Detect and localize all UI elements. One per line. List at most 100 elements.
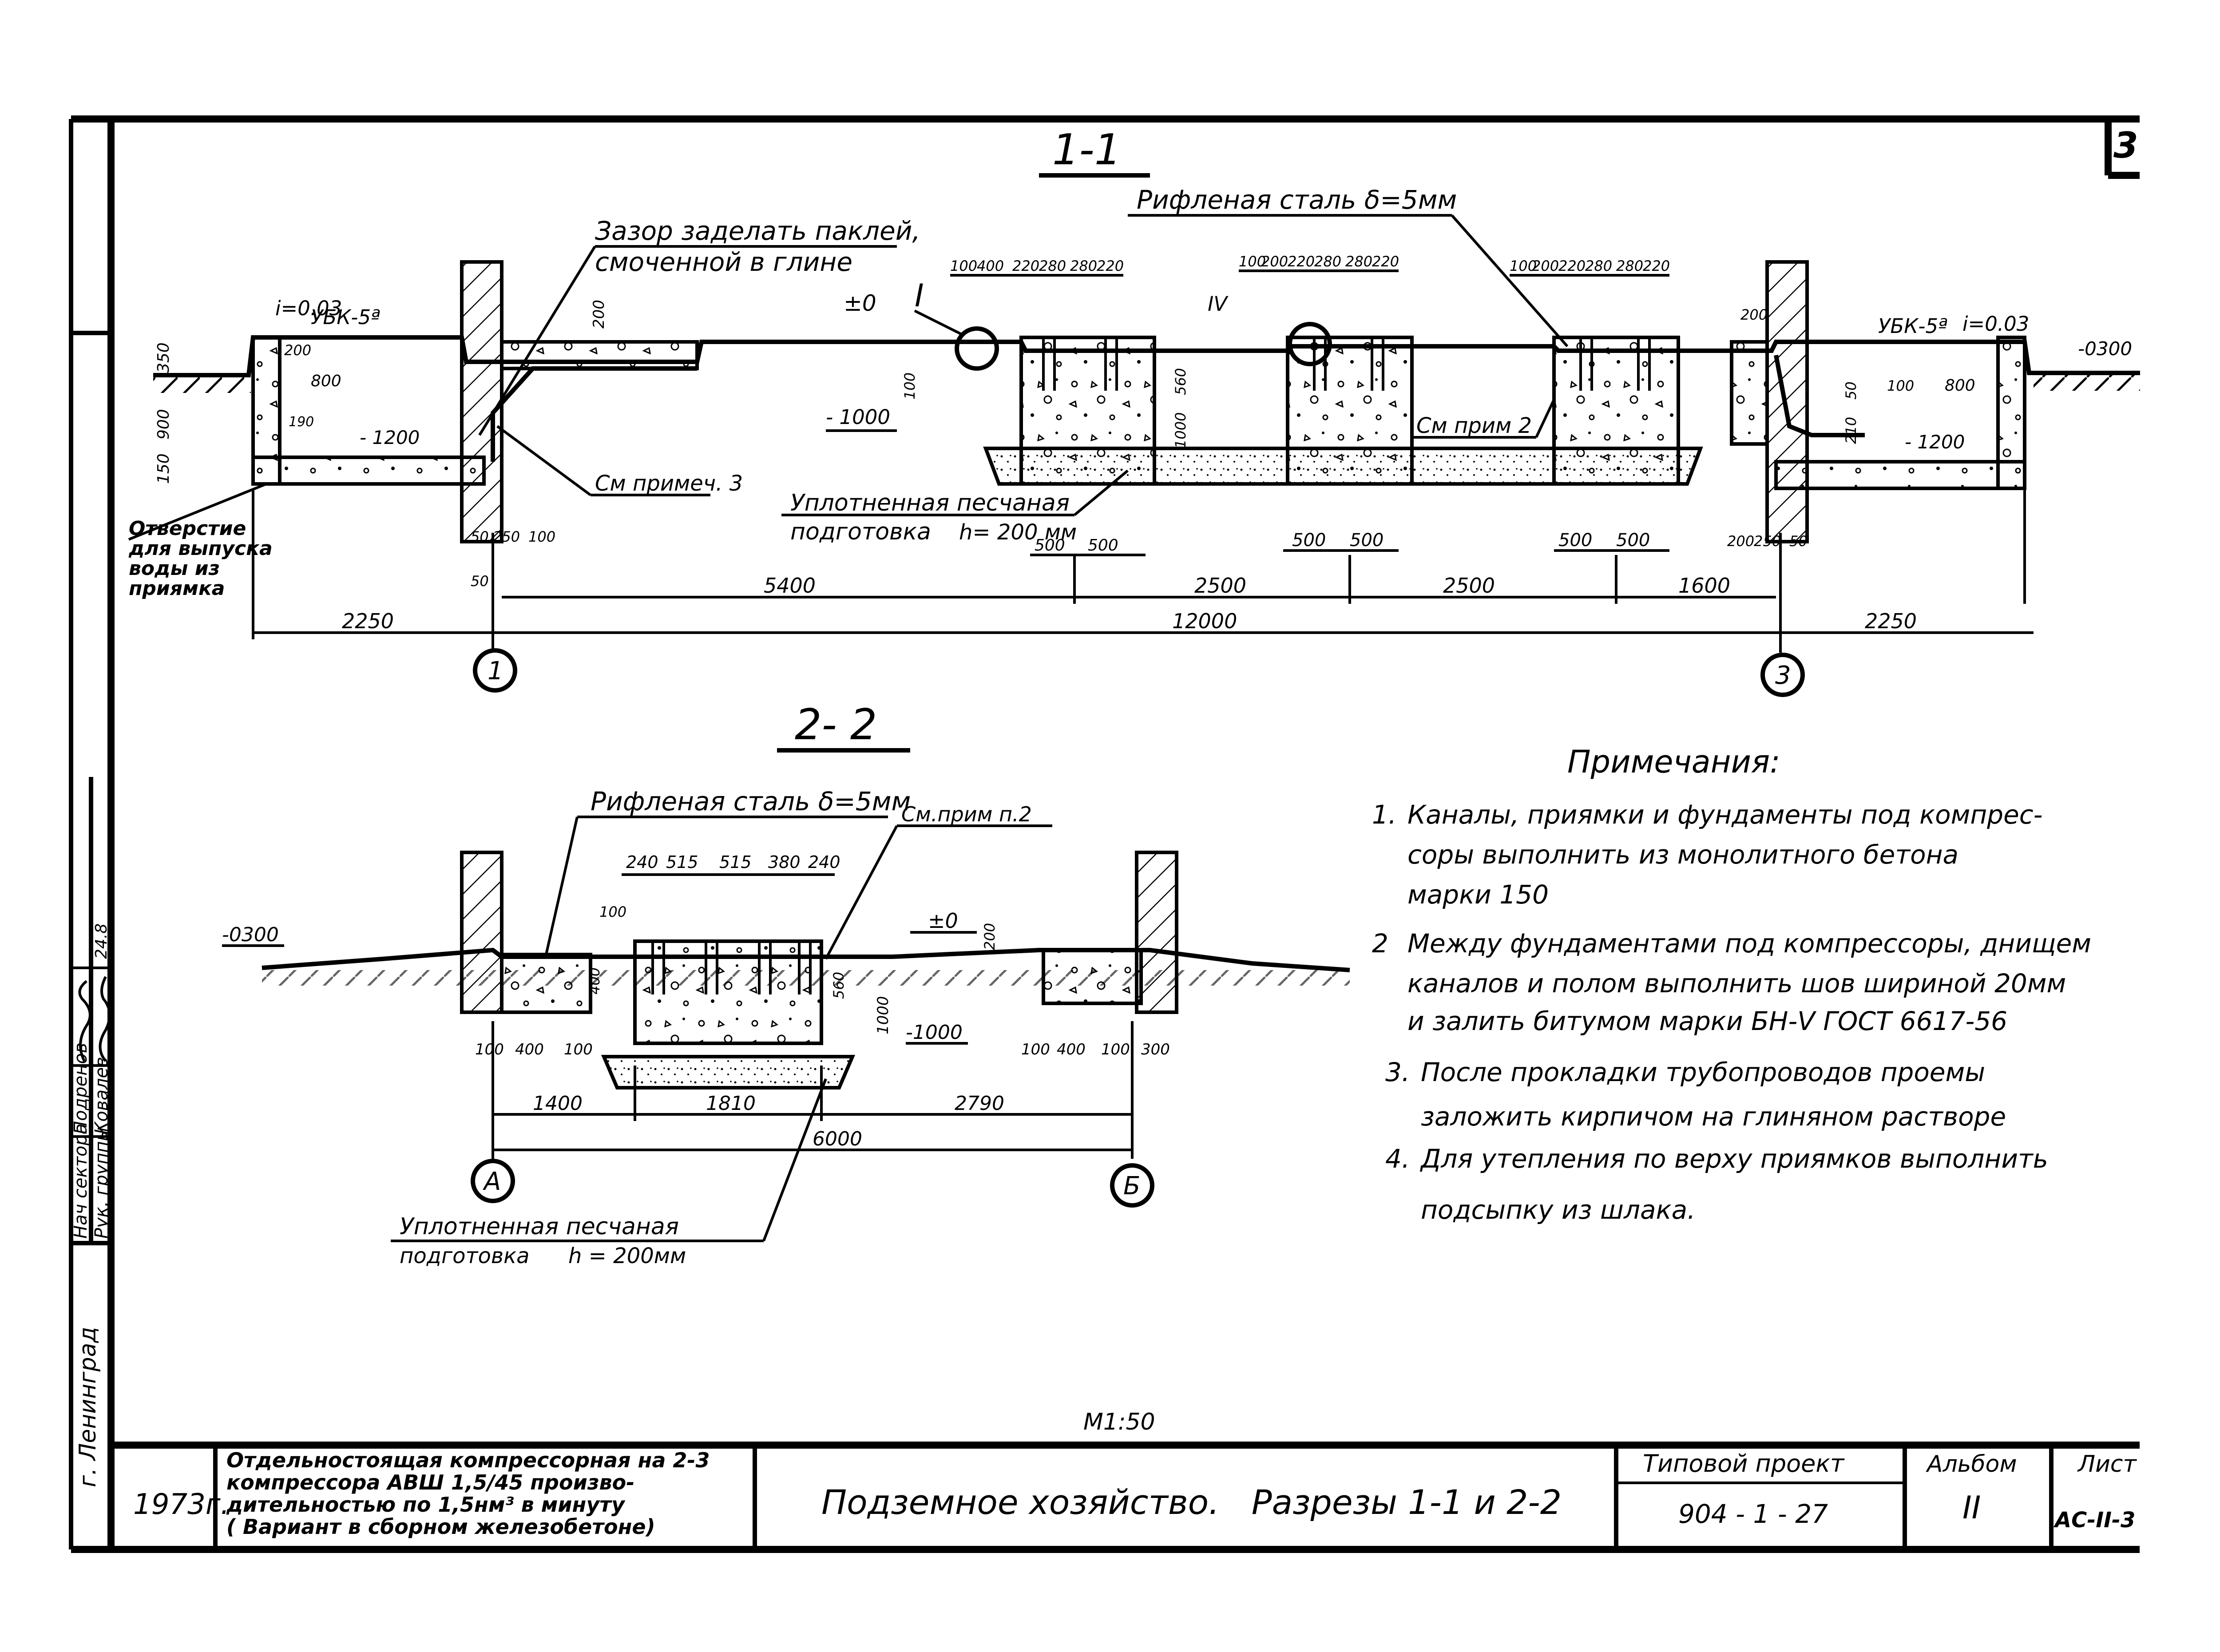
tb-object-3: дительностью по 1,5нм³ в минуту	[226, 1493, 626, 1517]
sdim-50a: 50	[471, 528, 489, 545]
sheet-number: 3	[2113, 125, 2138, 166]
sdim2-400a: 400	[515, 1041, 544, 1058]
sdim2-200: 200	[981, 923, 998, 950]
top-dim-2-5: 220	[1372, 253, 1399, 270]
sdim2-400b: 400	[586, 967, 603, 994]
top-dim-3-4: 280	[1616, 258, 1643, 274]
sdim-200a: 200	[284, 342, 311, 359]
sand2-line1: Уплотненная песчаная	[400, 1213, 679, 1240]
stamp-mark: 24.8	[92, 923, 111, 959]
ground-hatch-right	[2034, 373, 2140, 391]
wall-2-right	[1135, 851, 1178, 1014]
note-1-line3: марки 150	[1407, 879, 1549, 910]
sand-label-line2: подготовка	[790, 519, 931, 545]
sdim-190: 190	[289, 414, 314, 430]
top-dim-2-0: 100	[1239, 253, 1266, 270]
top-dim-1-2: 220	[1012, 258, 1039, 274]
mark-minus300-1: -0300	[2078, 338, 2132, 360]
stamp-name-1: Подренов	[71, 1043, 91, 1134]
ground-hatch-left	[153, 375, 251, 393]
note-2-line3: и залить битумом марки БН-V ГОСТ 6617-56	[1407, 1006, 2007, 1036]
note-4-line2: подсыпку из шлака.	[1421, 1195, 1696, 1225]
top-dim-2-2: 220	[1288, 253, 1315, 270]
hole-line1: Отверстие	[129, 517, 246, 540]
tb-sheet-value: АС-II-3	[2053, 1508, 2135, 1533]
chain2-1400: 1400	[533, 1092, 583, 1115]
note-3-num: 3.	[1385, 1057, 1410, 1087]
chain-dim-1600: 1600	[1678, 574, 1730, 598]
sdim-350: 350	[155, 342, 173, 373]
sand-label-h: h= 200 мм	[959, 520, 1077, 545]
callout-I	[955, 326, 999, 371]
steel-label-2: Рифленая сталь δ=5мм	[591, 786, 911, 816]
hole-line4: приямка	[129, 577, 225, 600]
sdim2-400c: 400	[1057, 1041, 1086, 1058]
title-block: 1973г. Отдельностоящая компрессорная на …	[111, 1442, 2140, 1549]
outer-dim-mid: 12000	[1172, 609, 1237, 633]
ubk-left: УБК-5ª	[311, 305, 380, 329]
top-dim-3-1: 200	[1532, 258, 1559, 274]
stamp-name-2: Ковалев	[91, 1057, 112, 1134]
udim-2: 500	[1292, 530, 1326, 551]
outer-dim-right: 2250	[1865, 609, 1917, 633]
sdim-560: 560	[1172, 368, 1189, 395]
slope-left: i=0.03	[275, 297, 342, 320]
anchor-slots	[1042, 337, 1651, 391]
sand-label-line1: Уплотненная песчаная	[790, 490, 1070, 516]
axis-A-marker	[471, 1159, 515, 1203]
chain-dim-2500a: 2500	[1194, 574, 1246, 598]
sdim2-100b: 100	[564, 1041, 593, 1058]
sdim-800b: 800	[1945, 376, 1975, 395]
channel-2-left	[500, 953, 592, 1014]
top-dim-1-5: 220	[1097, 258, 1124, 274]
top-dim-1-1: 400	[977, 258, 1004, 274]
udim-0: 500	[1035, 536, 1065, 555]
sheet-frame	[69, 115, 2140, 1553]
sdim2-100c: 100	[599, 903, 626, 920]
stamp-role-1: Нач сектора	[71, 1124, 91, 1239]
right-wall-column	[1765, 260, 1809, 543]
top-dim-3-0: 100	[1510, 258, 1537, 274]
sdim-150: 150	[155, 453, 173, 484]
chain2-1810: 1810	[706, 1092, 756, 1115]
note-1-num: 1.	[1372, 800, 1396, 830]
udim-1: 500	[1088, 536, 1118, 555]
tb-project-number: 904 - 1 - 27	[1678, 1499, 1828, 1529]
wall-2-left	[460, 851, 503, 1014]
side-stamp: 24.8 Нач сектора Рук. группы Подренов Ко…	[71, 331, 112, 1487]
tb-object-2: компрессора АВШ 1,5/45 произво-	[226, 1470, 634, 1494]
top-dim-1-0: 100	[950, 258, 977, 274]
tb-album-label: Альбом	[1926, 1451, 2017, 1478]
see-note3-label: См примеч. 3	[595, 471, 743, 496]
tb-year: 1973г.	[133, 1488, 230, 1521]
note-2-line1: Между фундаментами под компрессоры, днищ…	[1407, 928, 2091, 959]
axis-B-marker	[1110, 1163, 1154, 1208]
sdim-100b: 100	[901, 372, 918, 400]
mark-minus1200-right: - 1200	[1905, 431, 1965, 453]
top-dim-1-3: 280	[1039, 258, 1066, 274]
top-dim-2-2-2: 515	[719, 852, 752, 872]
gap-note-line1: Зазор заделать паклей,	[595, 216, 920, 246]
callout-I-label: I	[915, 277, 924, 314]
stamp-city: г. Ленинград	[75, 1327, 101, 1487]
sdim-800a: 800	[311, 372, 341, 390]
top-dim-2-2-0: 240	[626, 852, 658, 872]
note-1-line1: Каналы, приямки и фундаменты под компрес…	[1407, 800, 2043, 830]
sdim-210: 210	[1843, 417, 1859, 444]
scale-label: М1:50	[1083, 1409, 1155, 1435]
gap-note-line2: смоченной в глине	[595, 247, 852, 277]
mark-minus1000-2: -1000	[906, 1021, 963, 1044]
tb-object-4: ( Вариант в сборном железобетоне)	[226, 1515, 655, 1539]
note-3-line1: После прокладки трубопроводов проемы	[1421, 1057, 1985, 1087]
chain2-2790: 2790	[955, 1092, 1004, 1115]
tb-album-value: II	[1962, 1490, 1981, 1526]
notes-block: Примечания: 1. Каналы, приямки и фундаме…	[1372, 744, 2091, 1225]
left-wall-column	[460, 260, 503, 543]
stamp-role-2: Рук. группы	[91, 1127, 112, 1239]
tb-object-1: Отдельностоящая компрессорная на 2-3	[226, 1448, 710, 1472]
callout-IV-label: IV	[1208, 292, 1229, 316]
stamp-signature-1	[78, 980, 91, 1062]
sdim-50c: 50	[1843, 381, 1859, 400]
top-dim-2-4: 280	[1345, 253, 1372, 270]
top-dim-2-2-3: 380	[768, 852, 801, 872]
